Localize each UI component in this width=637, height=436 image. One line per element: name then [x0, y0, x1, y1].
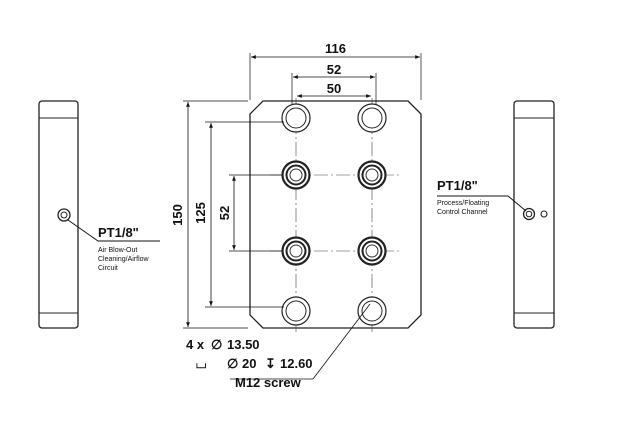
- left-port-desc-line3: Circuit: [98, 265, 118, 272]
- callout-quantity: 4 x: [186, 337, 205, 352]
- dimension-label-116: 116: [325, 41, 346, 56]
- bushing: [357, 236, 387, 266]
- dimension-height-52: 52: [217, 174, 282, 252]
- callout-counterbore-diameter: 20: [242, 356, 256, 371]
- bushing: [281, 160, 311, 190]
- callout-counterbore-symbol: ⌴: [196, 356, 206, 371]
- mounting-holes: [281, 103, 387, 326]
- callout-screw: M12 screw: [235, 375, 302, 390]
- mounting-hole: [281, 103, 311, 133]
- bushing: [281, 236, 311, 266]
- left-port-thread: PT1/8": [98, 225, 139, 240]
- mounting-hole: [281, 296, 311, 326]
- callout-counterbore-depth: 12.60: [280, 356, 313, 371]
- dimension-height-125: 125: [193, 121, 284, 308]
- right-port-desc-line1: Process/Floating: [437, 200, 489, 207]
- callout-through-diameter: 13.50: [227, 337, 260, 352]
- right-side-view: [513, 100, 555, 329]
- front-view-plate: [249, 98, 422, 334]
- dimension-width-116: 116: [249, 41, 422, 100]
- bushings: [281, 160, 387, 266]
- hole-callout: 4 x ∅ 13.50 ⌴ ∅ 20 ↧ 12.60 M12 screw: [186, 303, 371, 390]
- right-port-callout: PT1/8" Process/Floating Control Channel: [437, 178, 527, 216]
- left-port-callout: PT1/8" Air Blow-Out Cleaning/Airflow Cir…: [67, 219, 160, 272]
- mounting-hole: [357, 296, 387, 326]
- left-port-desc-line2: Cleaning/Airflow: [98, 256, 150, 263]
- right-port-desc-line2: Control Channel: [437, 209, 488, 216]
- dimension-label-50: 50: [327, 81, 341, 96]
- callout-counterbore-diameter-symbol: ∅: [227, 356, 238, 371]
- dimension-label-52-side: 52: [217, 206, 232, 220]
- mounting-hole: [357, 103, 387, 133]
- dimension-height-150: 150: [170, 100, 248, 329]
- dimension-pitch-50: 50: [297, 81, 371, 98]
- left-port-desc-line1: Air Blow-Out: [98, 247, 137, 254]
- dimension-label-125: 125: [193, 202, 208, 224]
- bushing: [357, 160, 387, 190]
- left-side-view: [38, 100, 79, 329]
- callout-diameter-symbol: ∅: [211, 337, 222, 352]
- callout-depth-symbol: ↧: [265, 356, 276, 371]
- dimension-label-52-top: 52: [327, 62, 341, 77]
- dimension-pitch-52: 52: [291, 62, 377, 104]
- dimension-label-150: 150: [170, 204, 185, 226]
- right-port-thread: PT1/8": [437, 178, 478, 193]
